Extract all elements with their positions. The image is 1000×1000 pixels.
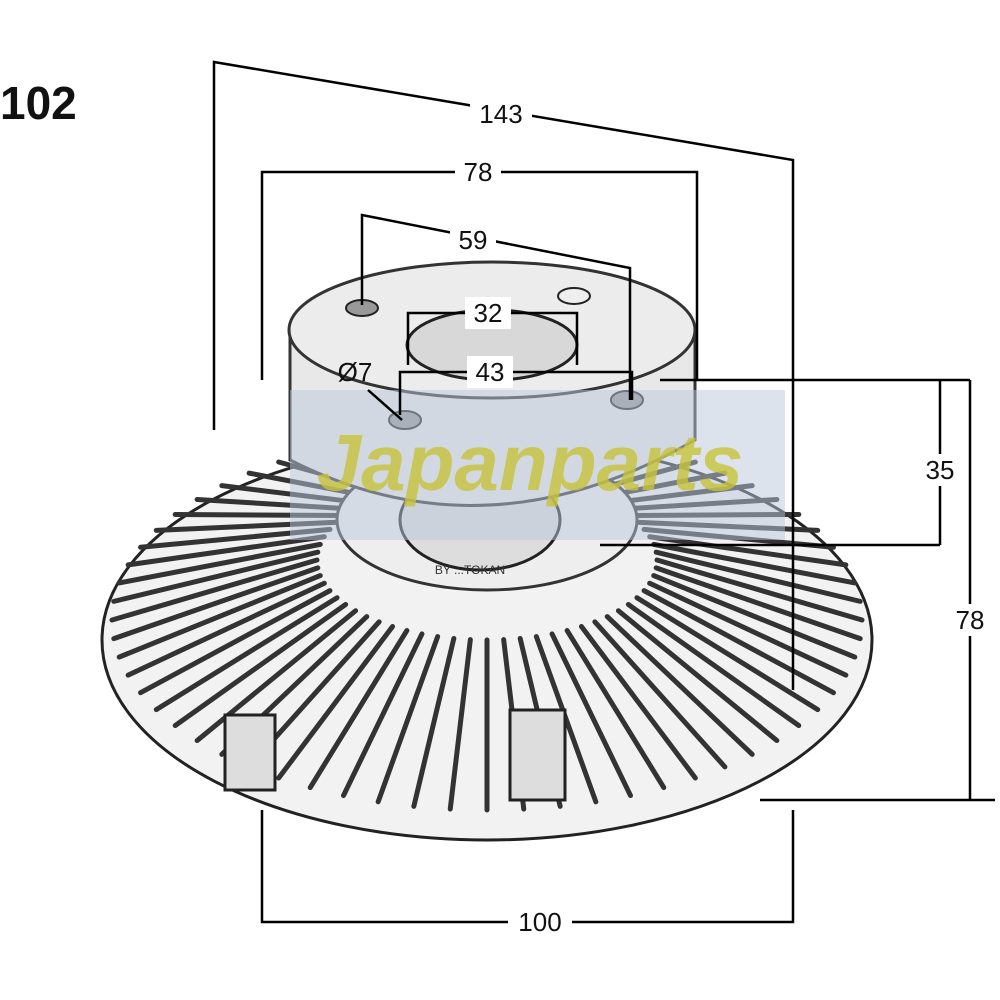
fin [653,549,863,604]
fin [651,573,858,660]
svg-text:100: 100 [518,907,561,937]
svg-text:59: 59 [459,225,488,255]
fin [411,635,457,809]
fin [634,595,821,713]
fin [604,614,755,757]
svg-text:143: 143 [479,99,522,129]
watermark-byline: BY ...TOKAN [435,563,505,577]
dimension-35: 35 [600,378,970,547]
fin [138,588,333,696]
fin [578,624,698,781]
fin [592,619,728,770]
fin [653,565,863,642]
fin [549,631,634,799]
svg-text:43: 43 [476,357,505,387]
fin [654,557,865,623]
svg-text:35: 35 [926,455,955,485]
watermark: Japanparts BY ...TOKAN [290,390,785,577]
dimension-32: 32 [406,297,579,365]
fin [125,580,327,678]
fin [375,634,441,805]
watermark-brand: Japanparts [317,418,744,507]
fan-clutch-illustration [100,260,874,842]
fin [111,549,321,604]
dimension-43: 43 [398,356,634,415]
fin [125,534,327,568]
fin [625,601,802,729]
fin [153,595,340,713]
dimension-100: 100 [260,810,795,938]
fin [111,565,321,642]
dimension-78-top: 78 [260,156,699,380]
fin [172,601,349,729]
fin [116,541,323,586]
fin [641,588,836,696]
fin [276,624,396,781]
fin [116,573,323,660]
dimension-78-right: 78 [760,380,995,802]
dimension-143: 143 [212,60,795,690]
fin [647,580,849,678]
fin [447,637,473,812]
fin [564,628,667,791]
fin [615,608,780,744]
fin [109,557,320,623]
fin [647,534,849,568]
svg-text:78: 78 [464,157,493,187]
svg-text:78: 78 [956,605,985,635]
part-number: 102 [0,77,77,129]
svg-text:Ø7: Ø7 [338,357,373,387]
fin [340,631,425,799]
fin [307,628,410,791]
svg-text:32: 32 [474,298,503,328]
dimension-59: 59 [360,213,632,400]
dimension-bolt-hole: Ø7 [338,357,403,421]
fin [651,541,858,586]
